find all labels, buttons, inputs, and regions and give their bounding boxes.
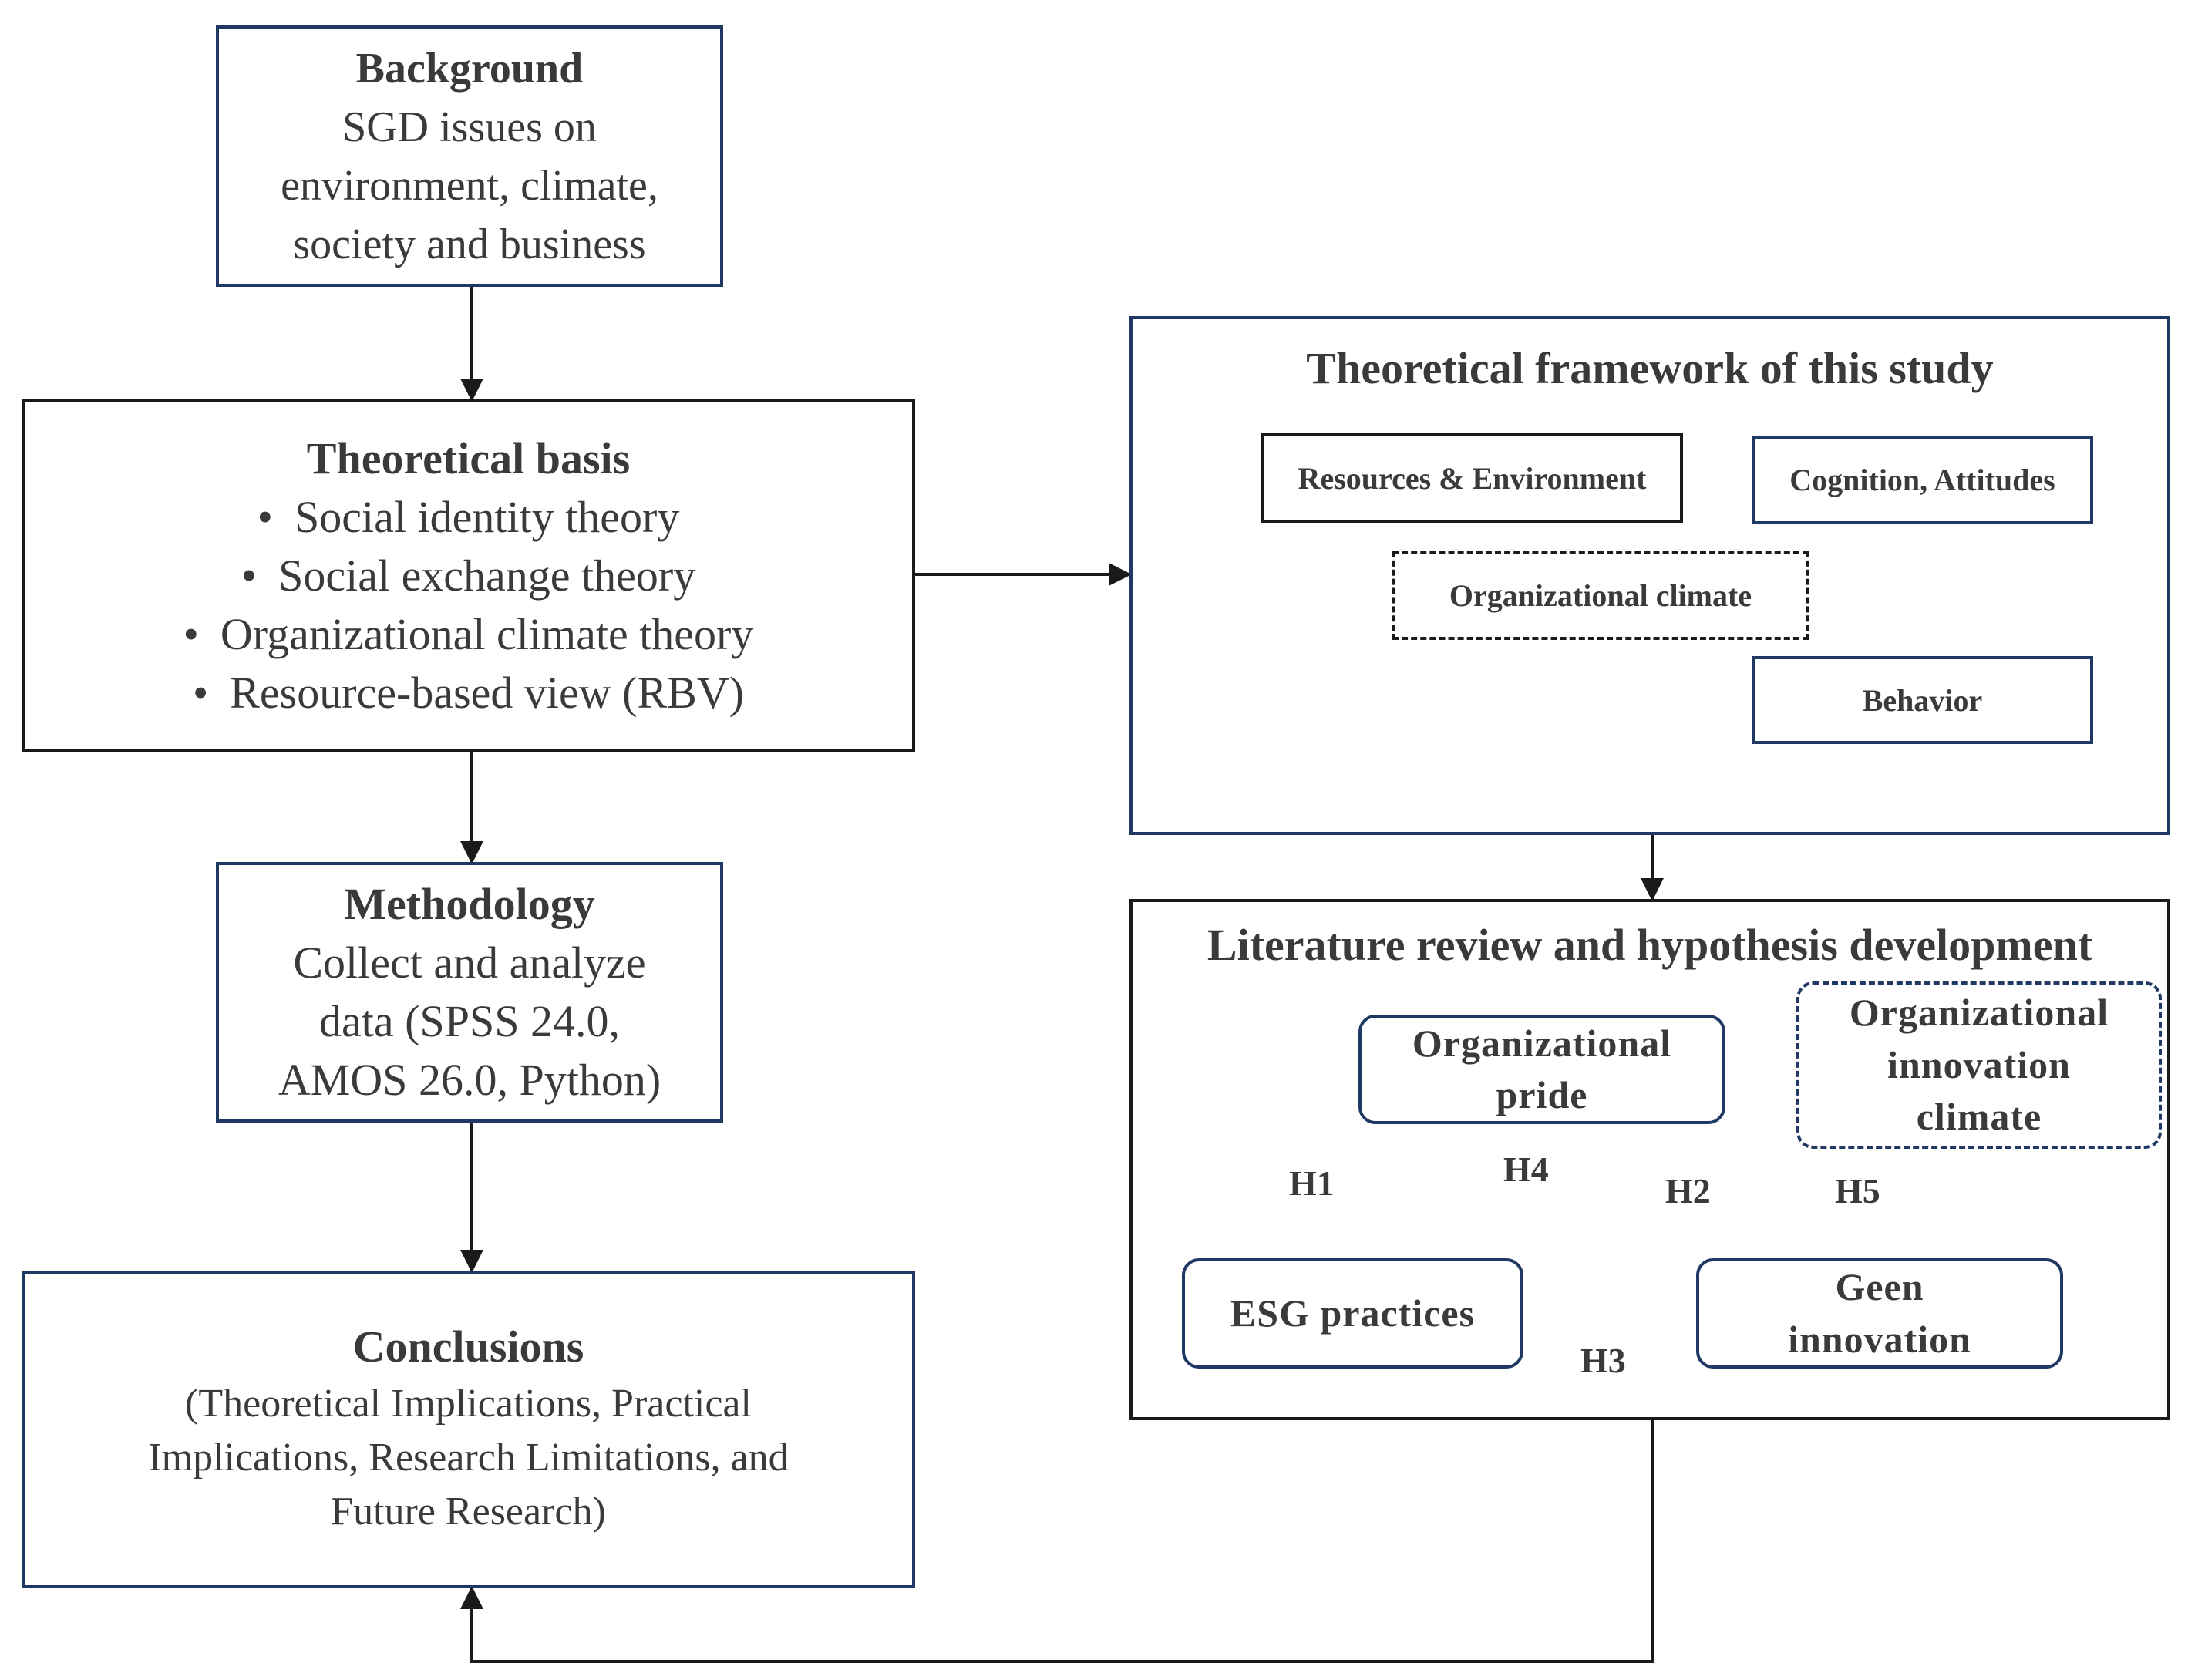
theoretical-basis-box: Theoretical basis Social identity theory… bbox=[22, 399, 915, 752]
background-title: Background bbox=[355, 44, 584, 93]
theory-item-social-exchange: Social exchange theory bbox=[241, 547, 695, 605]
conclusions-line-3: Future Research) bbox=[331, 1490, 606, 1534]
methodology-line-1: Collect and analyze bbox=[293, 938, 646, 988]
green-line-1: Geen bbox=[1835, 1265, 1924, 1308]
organizational-innovation-climate-box: Organizational innovation climate bbox=[1796, 981, 2162, 1149]
conclusions-line-2: Implications, Research Limitations, and bbox=[148, 1436, 789, 1480]
pride-line-2: pride bbox=[1496, 1073, 1588, 1116]
hypothesis-h5-label: H5 bbox=[1835, 1171, 1880, 1210]
innovation-climate-line-3: climate bbox=[1916, 1095, 2042, 1139]
hypothesis-h2-label: H2 bbox=[1665, 1171, 1711, 1210]
organizational-pride-box: Organizational pride bbox=[1358, 1015, 1725, 1124]
resources-environment-box: Resources & Environment bbox=[1261, 433, 1683, 523]
hypothesis-h3-label: H3 bbox=[1580, 1341, 1626, 1380]
methodology-line-3: AMOS 26.0, Python) bbox=[278, 1055, 661, 1105]
behavior-box: Behavior bbox=[1752, 656, 2093, 744]
cognition-attitudes-box: Cognition, Attitudes bbox=[1752, 436, 2093, 524]
methodology-box: Methodology Collect and analyze data (SP… bbox=[216, 862, 723, 1123]
literature-title: Literature review and hypothesis develop… bbox=[1207, 920, 2093, 970]
background-line-1: SGD issues on bbox=[342, 103, 597, 151]
theory-item-social-identity: Social identity theory bbox=[258, 488, 679, 547]
green-line-2: innovation bbox=[1788, 1317, 1971, 1361]
conclusions-title: Conclusions bbox=[352, 1321, 584, 1372]
background-line-3: society and business bbox=[293, 220, 646, 268]
methodology-title: Methodology bbox=[344, 879, 595, 929]
pride-line-1: Organizational bbox=[1412, 1021, 1672, 1065]
theory-item-organizational-climate: Organizational climate theory bbox=[183, 605, 753, 664]
esg-practices-box: ESG practices bbox=[1182, 1258, 1523, 1369]
innovation-climate-line-1: Organizational bbox=[1849, 991, 2109, 1035]
background-box: Background SGD issues on environment, cl… bbox=[216, 25, 723, 287]
innovation-climate-line-2: innovation bbox=[1887, 1042, 2071, 1086]
background-line-2: environment, climate, bbox=[281, 161, 658, 210]
arrow-literature-to-conclusions bbox=[460, 1420, 1654, 1663]
hypothesis-h1-label: H1 bbox=[1289, 1163, 1335, 1203]
methodology-line-2: data (SPSS 24.0, bbox=[319, 996, 620, 1046]
organizational-climate-box: Organizational climate bbox=[1392, 551, 1809, 640]
green-innovation-box: Geen innovation bbox=[1696, 1258, 2063, 1369]
framework-title: Theoretical framework of this study bbox=[1306, 343, 1994, 393]
conclusions-box: Conclusions (Theoretical Implications, P… bbox=[22, 1271, 915, 1588]
hypothesis-h4-label: H4 bbox=[1503, 1150, 1549, 1189]
theory-item-rbv: Resource-based view (RBV) bbox=[193, 664, 744, 722]
esg-label: ESG practices bbox=[1230, 1291, 1476, 1335]
theoretical-basis-title: Theoretical basis bbox=[306, 433, 631, 483]
conclusions-line-1: (Theoretical Implications, Practical bbox=[185, 1382, 752, 1426]
